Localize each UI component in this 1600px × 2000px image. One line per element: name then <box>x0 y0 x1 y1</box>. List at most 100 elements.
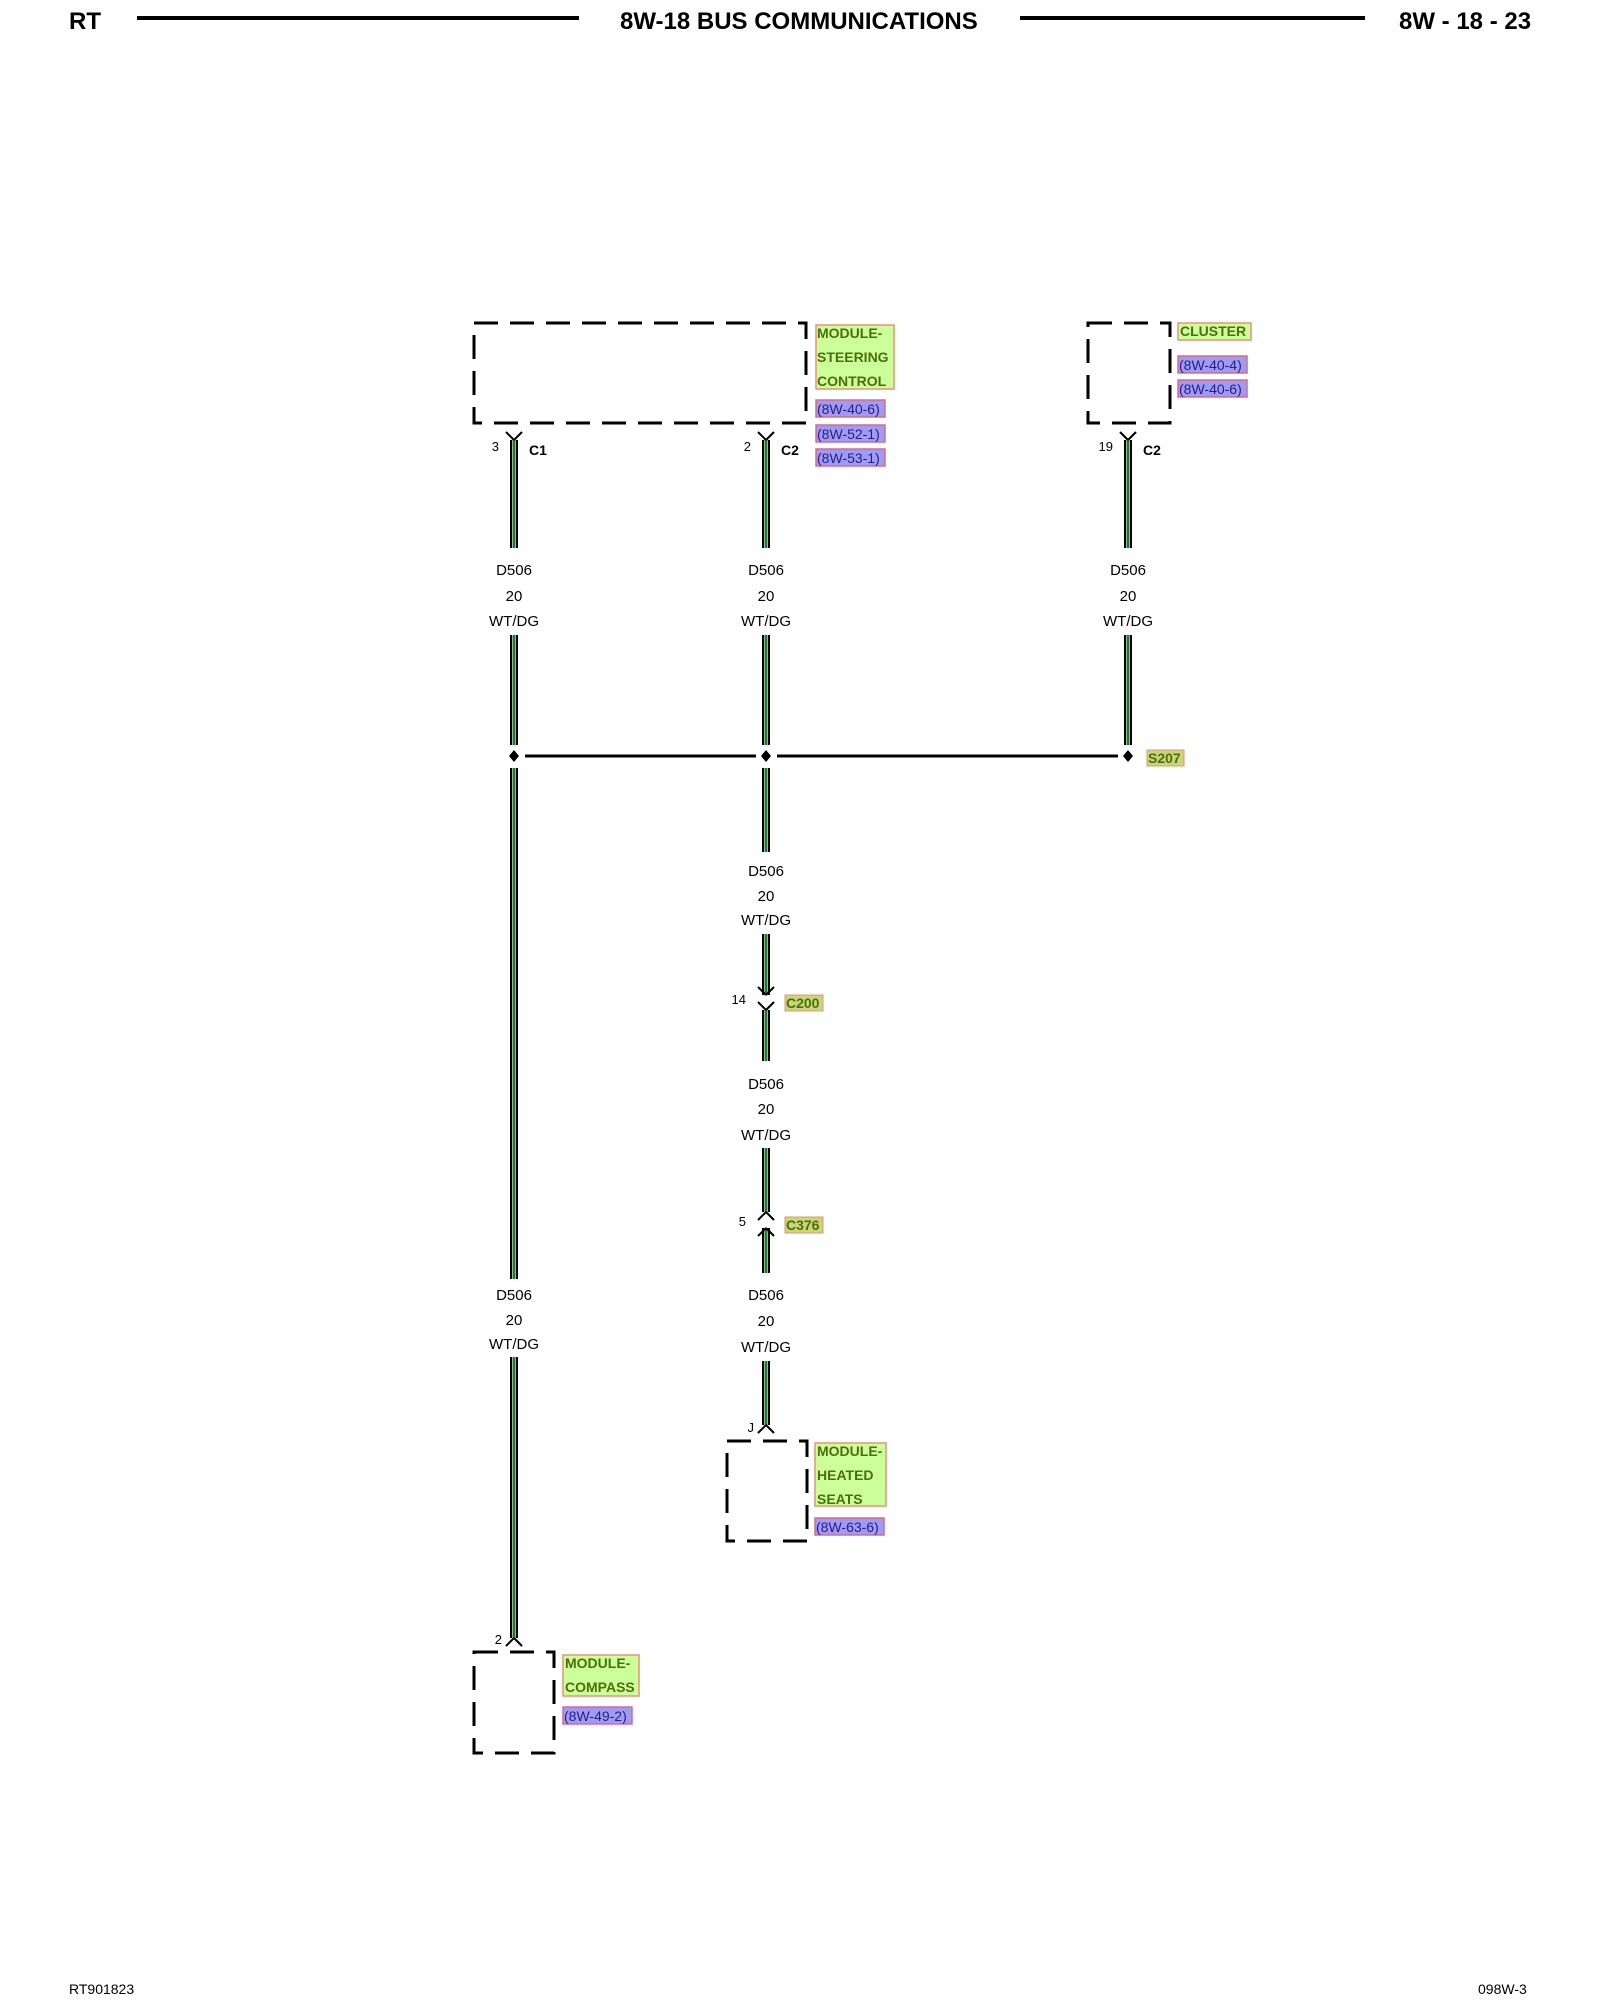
header-rule-right <box>1020 16 1365 20</box>
cluster-c2-connector: C2 <box>1143 442 1161 458</box>
compass-name-line-2: COMPASS <box>565 1679 635 1695</box>
steering-control-module-box[interactable] <box>472 321 808 425</box>
splice-bus[interactable] <box>509 750 1133 762</box>
splice-s207-text: S207 <box>1148 750 1181 766</box>
wire-d506-to-c200[interactable] <box>762 768 770 995</box>
wire-d506-c200-to-c376[interactable] <box>762 1010 770 1212</box>
wire-color: WT/DG <box>489 613 539 630</box>
splice-node-right <box>1123 750 1133 762</box>
wire-circuit: D506 <box>748 863 784 880</box>
wire-label-middle-below-c200: D506 20 WT/DG <box>741 1076 791 1144</box>
steering-ref-3: (8W-53-1) <box>817 450 880 466</box>
compass-name-line-1: MODULE- <box>565 1655 631 1671</box>
wire-d506-cluster-c2[interactable] <box>1124 440 1132 745</box>
wire-color: WT/DG <box>741 1127 791 1144</box>
steering-c2-connector: C2 <box>781 442 799 458</box>
wire-gauge: 20 <box>758 888 775 905</box>
header-rule-left <box>137 16 579 20</box>
wire-gauge: 20 <box>506 588 523 605</box>
splice-node-middle <box>761 750 771 762</box>
inline-connector-c376-symbol[interactable] <box>757 1211 775 1237</box>
steering-ref-2: (8W-52-1) <box>817 426 880 442</box>
cluster-c2-pin: 19 <box>1099 439 1113 454</box>
steering-name-line-2: STEERING <box>817 349 889 365</box>
heated-seats-name-line-1: MODULE- <box>817 1443 883 1459</box>
ref-8w-63-6-heated-seats[interactable]: (8W-63-6) <box>814 1517 885 1536</box>
page-section-left: RT <box>69 8 101 35</box>
inline-connector-c200-symbol[interactable] <box>757 986 775 1011</box>
page-code: 098W-3 <box>1478 1981 1527 1997</box>
steering-c2-pin: 2 <box>744 439 751 454</box>
steering-c1-pin: 3 <box>492 439 499 454</box>
splice-node-left <box>509 750 519 762</box>
c200-label[interactable]: C200 <box>784 994 824 1012</box>
cluster-name-line-1: CLUSTER <box>1180 323 1246 339</box>
steering-control-label[interactable]: MODULE- STEERING CONTROL <box>815 324 895 390</box>
wire-circuit: D506 <box>496 562 532 579</box>
heated-seats-name-line-2: HEATED <box>817 1467 874 1483</box>
steering-name-line-1: MODULE- <box>817 325 883 341</box>
wire-label-left-upper: D506 20 WT/DG <box>489 562 539 630</box>
wire-segments <box>510 440 1132 1638</box>
heated-seats-module-box[interactable] <box>725 1439 809 1543</box>
wire-color: WT/DG <box>741 912 791 929</box>
heated-seats-ref-1: (8W-63-6) <box>816 1519 879 1535</box>
heated-seats-pin: J <box>748 1420 755 1435</box>
heated-seats-name-line-3: SEATS <box>817 1491 863 1507</box>
page-number: 8W - 18 - 23 <box>1399 8 1532 35</box>
wire-d506-steering-c2[interactable] <box>762 440 770 745</box>
cluster-label[interactable]: CLUSTER <box>1177 322 1252 341</box>
connector-symbol-heated-seats-j <box>757 1424 775 1434</box>
cluster-module-box[interactable] <box>1086 321 1172 425</box>
wire-label-middle-below-splice: D506 20 WT/DG <box>741 863 791 929</box>
wire-circuit: D506 <box>1110 562 1146 579</box>
wire-circuit: D506 <box>748 562 784 579</box>
c200-text: C200 <box>786 995 820 1011</box>
wire-circuit: D506 <box>496 1287 532 1304</box>
c376-text: C376 <box>786 1217 820 1233</box>
wire-color: WT/DG <box>1103 613 1153 630</box>
steering-name-line-3: CONTROL <box>817 373 887 389</box>
compass-pin: 2 <box>495 1632 502 1647</box>
wire-label-middle-upper: D506 20 WT/DG <box>741 562 791 630</box>
connector-symbol-steering-c2 <box>757 431 775 441</box>
ref-8w-49-2-compass[interactable]: (8W-49-2) <box>562 1706 633 1725</box>
ref-8w-40-6-steering[interactable]: (8W-40-6) <box>815 399 886 418</box>
c200-pin: 14 <box>732 992 746 1007</box>
wire-label-middle-below-c376: D506 20 WT/DG <box>741 1287 791 1356</box>
wire-gauge: 20 <box>758 1313 775 1330</box>
wire-d506-c376-to-heated-seats[interactable] <box>762 1228 770 1425</box>
ref-8w-40-4-cluster[interactable]: (8W-40-4) <box>1177 355 1248 374</box>
connector-symbol-cluster-c2 <box>1119 431 1137 441</box>
c376-label[interactable]: C376 <box>784 1216 824 1234</box>
compass-label[interactable]: MODULE- COMPASS <box>562 1654 640 1697</box>
wire-color: WT/DG <box>741 1339 791 1356</box>
figure-id: RT901823 <box>69 1981 135 1997</box>
connector-symbol-compass-2 <box>505 1637 523 1647</box>
wire-gauge: 20 <box>1120 588 1137 605</box>
compass-ref-1: (8W-49-2) <box>564 1708 627 1724</box>
wire-circuit: D506 <box>748 1076 784 1093</box>
wire-color: WT/DG <box>489 1336 539 1353</box>
wire-gauge: 20 <box>758 588 775 605</box>
connector-symbol-steering-c1 <box>505 431 523 441</box>
wire-label-right-upper: D506 20 WT/DG <box>1103 562 1153 630</box>
steering-ref-1: (8W-40-6) <box>817 401 880 417</box>
ref-8w-52-1-steering[interactable]: (8W-52-1) <box>815 424 886 443</box>
compass-module-box[interactable] <box>472 1650 556 1755</box>
wire-color: WT/DG <box>741 613 791 630</box>
steering-c1-connector: C1 <box>529 442 547 458</box>
c376-pin: 5 <box>739 1214 746 1229</box>
ref-8w-53-1-steering[interactable]: (8W-53-1) <box>815 448 886 467</box>
splice-s207-label[interactable]: S207 <box>1146 749 1185 767</box>
wire-d506-to-compass[interactable] <box>510 768 518 1638</box>
heated-seats-label[interactable]: MODULE- HEATED SEATS <box>814 1442 887 1507</box>
ref-8w-40-6-cluster[interactable]: (8W-40-6) <box>1177 379 1248 398</box>
wire-label-left-lower: D506 20 WT/DG <box>489 1287 539 1353</box>
wire-gauge: 20 <box>758 1101 775 1118</box>
cluster-ref-2: (8W-40-6) <box>1179 381 1242 397</box>
wire-d506-steering-c1[interactable] <box>510 440 518 745</box>
page-title: 8W-18 BUS COMMUNICATIONS <box>620 8 978 35</box>
wire-circuit: D506 <box>748 1287 784 1304</box>
